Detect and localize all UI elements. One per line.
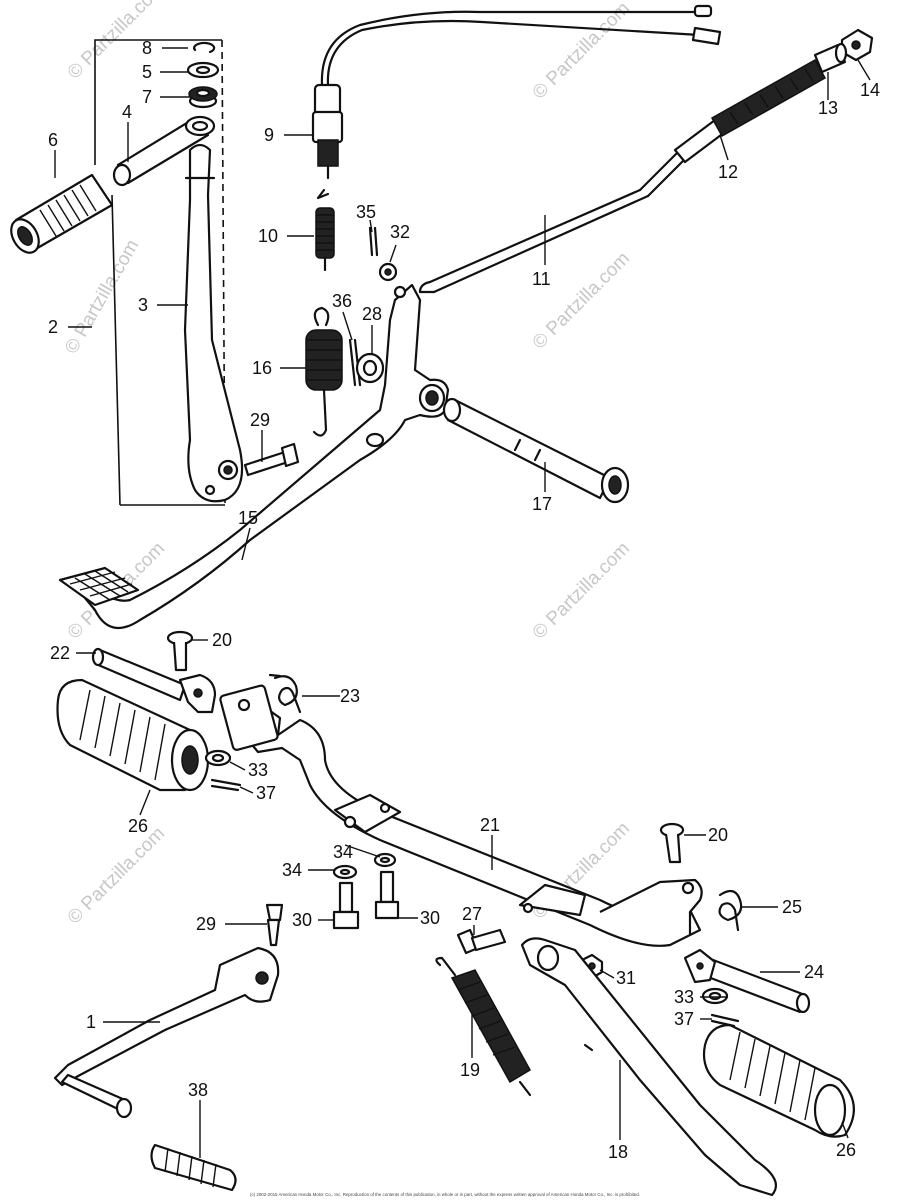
side-stand-18: [520, 937, 777, 1197]
watermark: © Partzilla.com: [529, 0, 634, 104]
callout-12: 12: [718, 162, 738, 182]
brake-rod-spring-12: [638, 58, 827, 198]
callout-19: 19: [460, 1060, 480, 1080]
spring-19: [435, 956, 532, 1097]
footpeg-rubber-26-left: [56, 678, 210, 792]
pivot-shaft-17: [442, 397, 630, 504]
watermark: © Partzilla.com: [61, 236, 143, 357]
bolt-29-lower: [265, 903, 284, 947]
callout-25: 25: [782, 897, 802, 917]
callout-9: 9: [264, 125, 274, 145]
callout-11: 11: [532, 269, 551, 289]
copyright-notice: (c) 2002-2015 American Honda Motor Co., …: [250, 1192, 640, 1197]
cotter-pin-35: [368, 226, 379, 257]
pin-20-left: [166, 630, 194, 672]
callout-1: 1: [86, 1012, 96, 1032]
callout-30-right: 30: [420, 908, 440, 928]
callout-36: 36: [332, 291, 352, 311]
washer-33-right: [701, 987, 729, 1005]
footpeg-rubber-26-right: [702, 1023, 855, 1138]
bolt-27: [456, 928, 507, 955]
callout-13: 13: [818, 98, 838, 118]
callout-labels: 8 5 7 4 6 9 14 13 12 10 35 32 11 2 3 36 …: [48, 38, 880, 1162]
callout-35: 35: [356, 202, 376, 222]
callout-33-left: 33: [248, 760, 268, 780]
callout-15: 15: [238, 508, 258, 528]
callout-26-right: 26: [836, 1140, 856, 1160]
callout-24: 24: [804, 962, 824, 982]
callout-37-left: 37: [256, 783, 276, 803]
pivot-shaft-4: [112, 115, 216, 187]
brake-rod-11: [418, 188, 650, 294]
collar-13: [813, 42, 848, 74]
callout-18: 18: [608, 1142, 628, 1162]
kickstarter-1: [53, 946, 280, 1119]
bolt-30-left: [332, 881, 360, 930]
callout-34-right: 34: [333, 842, 353, 862]
bolt-29-upper: [243, 442, 300, 477]
callout-27: 27: [462, 904, 482, 924]
spring-23: [268, 673, 302, 714]
callout-31: 31: [616, 968, 636, 988]
callout-4: 4: [122, 102, 132, 122]
watermark: © Partzilla.com: [64, 0, 169, 84]
callout-17: 17: [532, 494, 552, 514]
pin-20-right: [659, 822, 685, 864]
leader-lines: [54, 47, 871, 1158]
washer-33-left: [204, 749, 232, 767]
assembly-bracket: [94, 39, 226, 506]
spring-25: [718, 889, 743, 932]
callout-37-right: 37: [674, 1009, 694, 1029]
callout-10: 10: [258, 226, 278, 246]
adjusting-nut-14: [840, 28, 874, 62]
bushing-7: [188, 86, 218, 109]
watermark: © Partzilla.com: [529, 538, 634, 643]
callout-29-lower: 29: [196, 914, 216, 934]
callout-22: 22: [50, 643, 70, 663]
washer-5: [186, 61, 220, 79]
callout-28: 28: [362, 304, 382, 324]
callout-23: 23: [340, 686, 360, 706]
cotter-pin-37-right: [710, 1013, 740, 1028]
callout-8: 8: [142, 38, 152, 58]
cotter-pin-37-left: [210, 778, 242, 792]
footpeg-shaft-24: [683, 948, 811, 1014]
callout-21: 21: [480, 815, 500, 835]
callout-14: 14: [860, 80, 880, 100]
grip-rubber-6: [10, 173, 114, 254]
washer-34-right: [373, 852, 397, 868]
washer-28: [355, 352, 385, 384]
callout-6: 6: [48, 130, 58, 150]
kick-rubber-38: [150, 1143, 237, 1192]
stop-switch-cable-9: [311, 4, 722, 180]
washer-34-left: [332, 864, 358, 880]
spring-10: [315, 188, 335, 272]
callout-33-right: 33: [674, 987, 694, 1007]
spring-16: [305, 306, 343, 437]
circlip-8: [193, 41, 216, 54]
callout-20-left: 20: [212, 630, 232, 650]
callout-32: 32: [390, 222, 410, 242]
callout-7: 7: [142, 87, 152, 107]
step-bar-21: [219, 684, 703, 947]
callout-29-upper: 29: [250, 410, 270, 430]
callout-30-left: 30: [292, 910, 312, 930]
callout-16: 16: [252, 358, 272, 378]
callout-5: 5: [142, 62, 152, 82]
washer-32: [378, 262, 398, 282]
callout-34-left: 34: [282, 860, 302, 880]
callout-20-right: 20: [708, 825, 728, 845]
footpeg-shaft-22: [91, 647, 217, 714]
callout-26-left: 26: [128, 816, 148, 836]
kick-arm-3: [183, 143, 244, 503]
callout-3: 3: [138, 295, 148, 315]
callout-2: 2: [48, 317, 58, 337]
brake-pedal-15: [58, 283, 450, 630]
bolt-30-right: [374, 870, 400, 920]
callout-38: 38: [188, 1080, 208, 1100]
watermark: © Partzilla.com: [64, 823, 169, 928]
